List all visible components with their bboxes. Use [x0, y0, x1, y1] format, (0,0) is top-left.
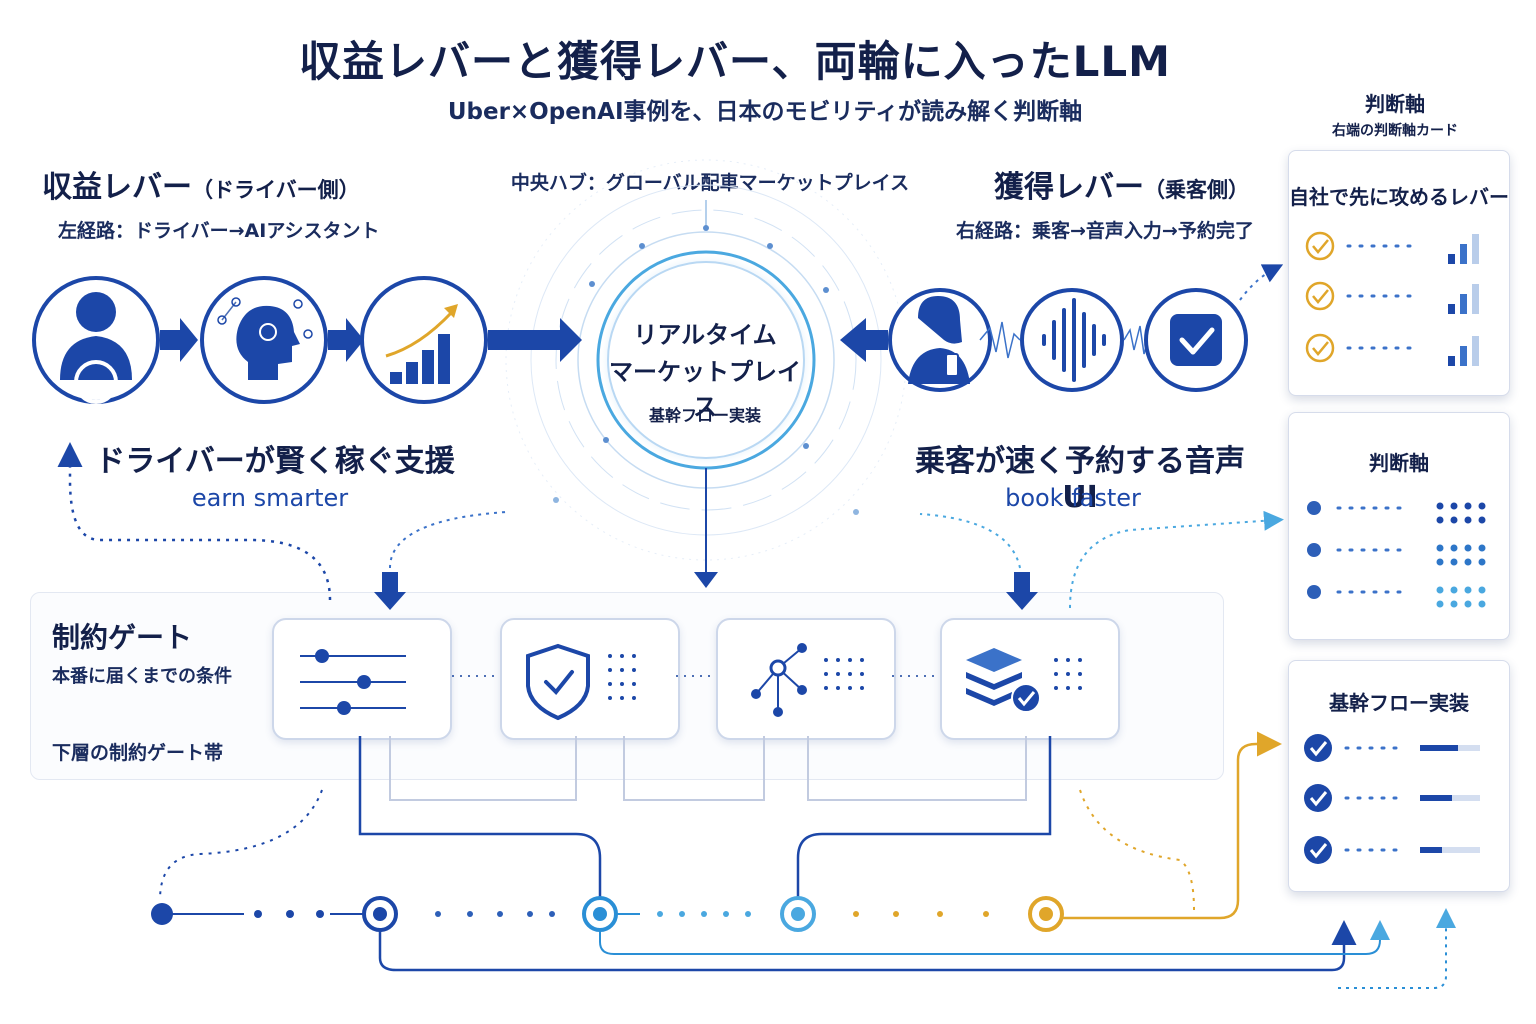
hub-label-line2: マーケットプレイス	[609, 358, 801, 421]
hub-sub-label: 基幹フロー実装	[648, 406, 761, 425]
gate-box-network[interactable]	[716, 618, 896, 740]
arrow-left-2	[328, 318, 364, 362]
gate-dot-grids	[608, 654, 1082, 700]
right-caption: 乗客が速く予約する音声UI	[915, 444, 1245, 515]
left-heading: 収益レバー（ドライバー側）	[42, 162, 360, 206]
arrow-left-1	[160, 318, 198, 362]
hub-label-line1: リアルタイム	[633, 321, 777, 349]
arrow-left-3	[488, 318, 582, 362]
driver-icon	[32, 276, 160, 404]
voice-wave-icon	[979, 288, 1149, 392]
left-heading-note: （ドライバー側）	[192, 178, 360, 202]
hub-rings	[505, 159, 907, 588]
right-heading-text: 獲得レバー	[994, 170, 1144, 205]
card-title-attack-lever: 自社で先に攻めるレバー	[1289, 185, 1509, 209]
right-heading: 獲得レバー（乗客側）	[994, 162, 1249, 206]
ai-head-icon	[200, 276, 328, 404]
page-title: 収益レバーと獲得レバー、両輪に入ったLLM	[299, 37, 1171, 86]
sliders-icon	[300, 649, 406, 715]
right-path: 右経路：乗客→音声入力→予約完了	[956, 220, 1254, 242]
card2-rows	[1307, 501, 1486, 608]
right-heading-note: （乗客側）	[1144, 178, 1249, 202]
gate-band-label: 下層の制約ゲート帯	[52, 742, 224, 764]
left-path: 左経路：ドライバー→AIアシスタント	[58, 220, 380, 242]
right-caption-en: book faster	[1005, 484, 1141, 512]
card-judgment-axis[interactable]: 判断軸	[1288, 412, 1510, 640]
card3-rows	[1304, 734, 1480, 864]
layers-check-icon	[966, 648, 1041, 713]
left-caption: ドライバーが賢く稼ぐ支援	[95, 444, 455, 479]
left-caption-en: earn smarter	[191, 484, 349, 512]
gate-title: 制約ゲート	[52, 621, 193, 654]
passenger-phone-icon	[888, 288, 992, 392]
left-heading-text: 収益レバー	[42, 170, 192, 205]
card-title-judgment-axis: 判断軸	[1369, 451, 1429, 475]
checkbox-icon	[1144, 288, 1248, 392]
network-icon	[751, 643, 807, 717]
card1-rows	[1305, 231, 1479, 366]
page-subtitle: Uber×OpenAI事例を、日本のモビリティが読み解く判断軸	[447, 99, 1083, 125]
arrow-right-in	[840, 318, 888, 362]
gate-subtitle: 本番に届くまでの条件	[52, 666, 232, 687]
shield-check-icon	[526, 643, 590, 721]
panel-subheading: 右端の判断軸カード	[1332, 123, 1458, 139]
panel-heading: 判断軸	[1365, 92, 1425, 116]
growth-chart-icon	[360, 276, 488, 404]
card-title-core-flow: 基幹フロー実装	[1329, 691, 1469, 715]
timeline	[151, 731, 1456, 989]
